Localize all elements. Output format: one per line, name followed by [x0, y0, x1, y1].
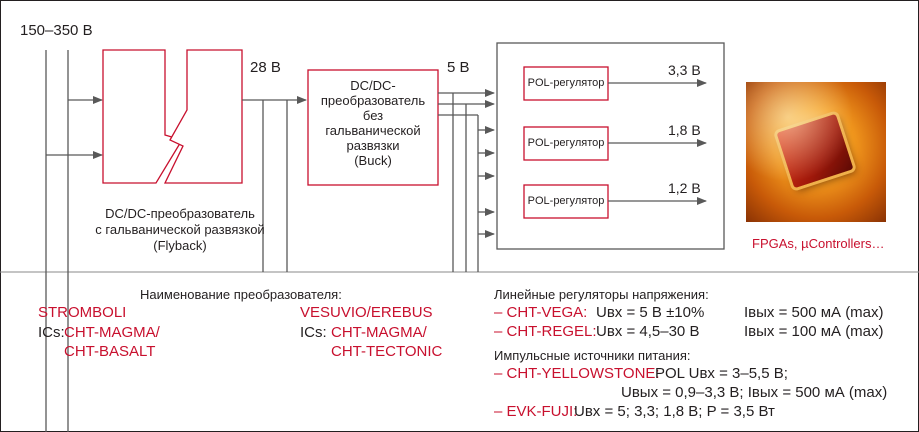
yellowstone-spec-line-2: Uвых = 0,9–3,3 В; Iвых = 500 мА (max): [621, 385, 887, 401]
linear-regulators-heading: Линейные регуляторы напряжения:: [494, 287, 709, 303]
regel-name: – CHT-REGEL:: [494, 324, 597, 340]
stromboli-ics-label: ICs:: [38, 325, 65, 341]
buck-label-line-1: DC/DC-: [308, 78, 438, 93]
output-3v3-label: 3,3 В: [668, 62, 701, 78]
load-caption: FPGAs, µControllers…: [752, 236, 884, 252]
buck-label-line-6: (Buck): [308, 153, 438, 168]
flyback-primary-block: [103, 50, 182, 183]
vesuvio-ics-line-2: CHT-TECTONIC: [331, 344, 442, 360]
buck-label-line-4: гальванической: [308, 123, 438, 138]
vesuvio-ics-label: ICs:: [300, 325, 327, 341]
stromboli-ics-line-2: CHT-BASALT: [64, 344, 155, 360]
buck-label-line-3: без: [308, 108, 438, 123]
pulse-sources-heading: Импульсные источники питания:: [494, 348, 690, 364]
input-voltage-label: 150–350 В: [20, 23, 93, 39]
stromboli-name: STROMBOLI: [38, 305, 126, 321]
vega-output-current: Iвых = 500 мА (max): [744, 305, 884, 321]
fuji-name: – EVK-FUJI:: [494, 404, 577, 420]
vesuvio-ics-line-1: CHT-MAGMA/: [331, 325, 427, 341]
flyback-caption-line-2: с гальванической развязкой: [55, 222, 305, 238]
regel-input-voltage: Uвх = 4,5–30 В: [596, 324, 699, 340]
vega-input-voltage: Uвх = 5 В ±10%: [596, 305, 704, 321]
pol-label-2: POL-регулятор: [524, 135, 608, 151]
buck-label-line-5: развязки: [308, 138, 438, 153]
pol-label-1: POL-регулятор: [524, 75, 608, 91]
vega-name: – CHT-VEGA:: [494, 305, 587, 321]
bus-28v-label: 28 В: [250, 60, 281, 76]
converters-heading: Наименование преобразователя:: [140, 287, 342, 303]
fuji-spec: Uвх = 5; 3,3; 1,8 В; P = 3,5 Вт: [574, 404, 775, 420]
output-1v2-label: 1,2 В: [668, 180, 701, 196]
microchip-photo: [746, 82, 886, 222]
flyback-caption-line-3: (Flyback): [55, 238, 305, 254]
bus-5v-label: 5 В: [447, 60, 470, 76]
output-1v8-label: 1,8 В: [668, 122, 701, 138]
flyback-caption-line-1: DC/DC-преобразователь: [55, 206, 305, 222]
stromboli-ics-line-1: CHT-MAGMA/: [64, 325, 160, 341]
yellowstone-name: – CHT-YELLOWSTONE:: [494, 366, 660, 382]
pol-label-3: POL-регулятор: [524, 193, 608, 209]
buck-label-line-2: преобразователь: [308, 93, 438, 108]
regel-output-current: Iвых = 100 мА (max): [744, 324, 884, 340]
flyback-secondary-block: [165, 50, 242, 183]
yellowstone-spec-line-1: POL Uвх = 3–5,5 В;: [655, 366, 788, 382]
vesuvio-name: VESUVIO/EREBUS: [300, 305, 433, 321]
